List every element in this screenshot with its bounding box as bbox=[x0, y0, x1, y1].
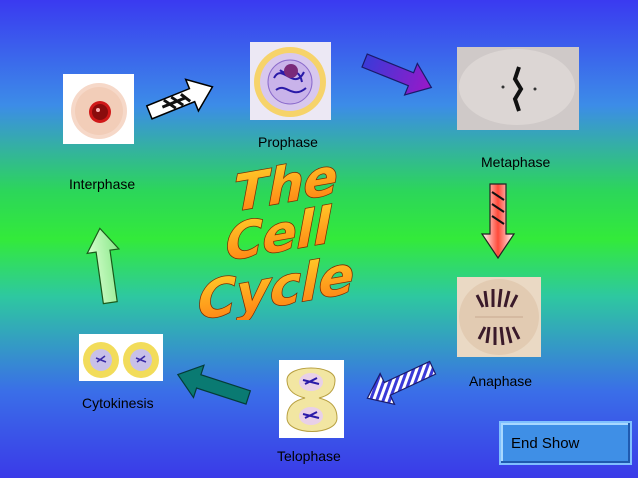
interphase-image bbox=[63, 74, 134, 144]
metaphase-label: Metaphase bbox=[481, 154, 551, 170]
prophase-label: Prophase bbox=[258, 134, 318, 150]
cytokinesis-image bbox=[79, 334, 163, 381]
anaphase-label: Anaphase bbox=[469, 373, 533, 389]
slide-title: The Cell Cycle bbox=[190, 145, 420, 320]
arrow-anaphase-to-telophase bbox=[360, 356, 440, 410]
prophase-image bbox=[250, 42, 331, 120]
telophase-image bbox=[279, 360, 344, 438]
anaphase-image bbox=[457, 277, 541, 357]
arrow-cytokinesis-to-interphase bbox=[85, 225, 125, 305]
interphase-label: Interphase bbox=[69, 176, 136, 192]
arrow-telophase-to-cytokinesis bbox=[172, 360, 254, 412]
metaphase-image bbox=[457, 47, 579, 130]
arrow-interphase-to-prophase bbox=[143, 75, 218, 125]
cytokinesis-label: Cytokinesis bbox=[82, 395, 154, 411]
end-show-button[interactable]: End Show bbox=[499, 421, 632, 465]
arrow-prophase-to-metaphase bbox=[358, 48, 438, 100]
arrow-metaphase-to-anaphase bbox=[480, 182, 516, 260]
telophase-label: Telophase bbox=[277, 448, 341, 464]
